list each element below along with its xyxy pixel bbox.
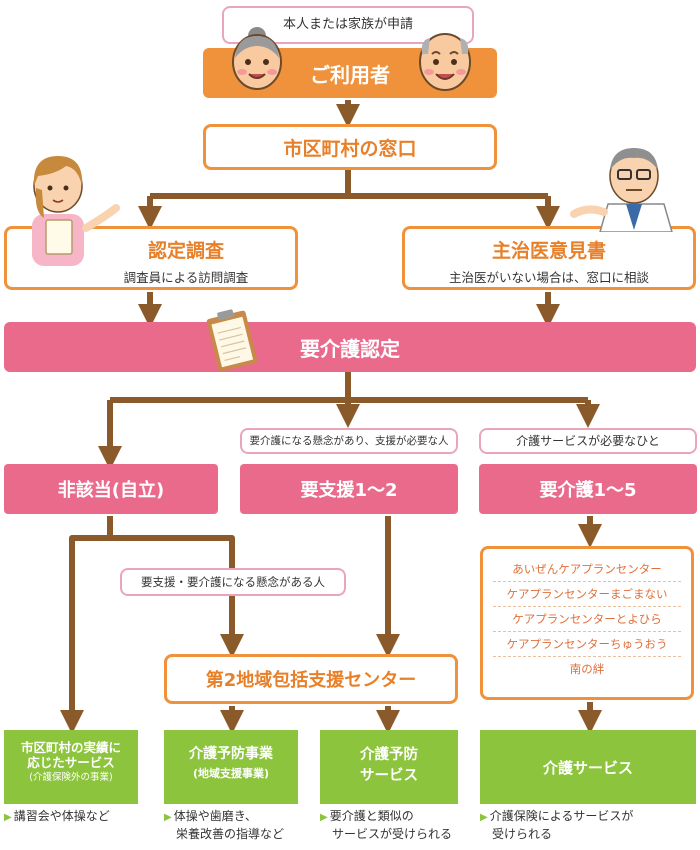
certification-bar: 要介護認定 <box>4 322 696 372</box>
nurse-icon <box>32 156 120 266</box>
triangle-bullet-icon: ▶ <box>320 812 328 823</box>
user-bar-text: ご利用者 <box>310 62 390 87</box>
note-line: 要介護と類似の <box>329 809 414 823</box>
level-care: 要介護1〜5 <box>479 464 697 514</box>
municipal-window-text: 市区町村の窓口 <box>283 137 417 160</box>
service-prevention-note: ▶要介護と類似の サービスが受けられる <box>320 808 480 842</box>
note-line: 体操や歯磨き、 <box>173 809 257 823</box>
level-support: 要支援1〜2 <box>240 464 458 514</box>
support-need-note: 要介護になる懸念があり、支援が必要な人 <box>240 428 458 454</box>
level-non-applicable: 非該当(自立) <box>4 464 218 514</box>
triangle-bullet-icon: ▶ <box>4 812 12 823</box>
note-line: サービスが受けられる <box>332 827 453 841</box>
service-municipal-line2: 応じたサービス <box>27 755 115 770</box>
care-center-item: ケアプランセンターちゅうおう <box>493 632 681 657</box>
elderly-woman-icon <box>232 27 282 90</box>
care-center-item: ケアプランセンターとよひら <box>493 607 681 632</box>
service-prevention-line2: サービス <box>360 768 418 784</box>
shujii-sub: 主治医がいない場合は、窓口に相談 <box>448 270 649 285</box>
service-prevention-project: 介護予防事業 (地域支援事業) <box>164 730 298 804</box>
note-line: 介護保険によるサービスが <box>489 809 634 823</box>
service-municipal-note: ▶講習会や体操など <box>4 808 154 826</box>
service-care-note: ▶介護保険によるサービスが 受けられる <box>480 808 696 842</box>
community-center-text: 第2地域包括支援センター <box>205 670 417 691</box>
care-need-note-text: 介護サービスが必要なひと <box>516 434 660 448</box>
risk-people-note-text: 要支援・要介護になる懸念がある人 <box>141 575 325 589</box>
doctor-icon <box>570 148 673 232</box>
service-prevention-project-note: ▶体操や歯磨き、 栄養改善の指導など <box>164 808 314 842</box>
shujii-title: 主治医意見書 <box>491 240 606 262</box>
nintei-chosa-sub: 調査員による訪問調査 <box>123 270 249 285</box>
service-municipal: 市区町村の実績に 応じたサービス (介護保険外の事業) <box>4 730 138 804</box>
nintei-chosa-title: 認定調査 <box>147 240 224 262</box>
risk-people-note: 要支援・要介護になる懸念がある人 <box>120 568 346 596</box>
care-center-list: あいぜんケアプランセンター ケアプランセンターまごまない ケアプランセンターとよ… <box>480 546 694 700</box>
municipal-window-box: 市区町村の窓口 <box>203 124 497 170</box>
elderly-man-icon <box>419 33 471 91</box>
service-prevention-project-line1: 介護予防事業 <box>189 746 273 762</box>
note-line: 講習会や体操など <box>13 809 110 823</box>
clipboard-icon <box>206 309 258 372</box>
triangle-bullet-icon: ▶ <box>480 812 488 823</box>
shujii-box: 主治医意見書 主治医がいない場合は、窓口に相談 <box>402 226 696 290</box>
service-prevention: 介護予防 サービス <box>320 730 458 804</box>
care-need-note: 介護サービスが必要なひと <box>479 428 697 454</box>
service-municipal-small: (介護保険外の事業) <box>29 772 113 783</box>
care-center-item: ケアプランセンターまごまない <box>493 582 681 607</box>
care-center-item: あいぜんケアプランセンター <box>493 557 681 582</box>
level-support-text: 要支援1〜2 <box>300 480 398 501</box>
level-care-text: 要介護1〜5 <box>539 480 637 501</box>
triangle-bullet-icon: ▶ <box>164 812 172 823</box>
level-non-applicable-text: 非該当(自立) <box>57 480 165 501</box>
care-center-item: 南の絆 <box>569 662 605 676</box>
note-line: 栄養改善の指導など <box>176 827 285 841</box>
service-municipal-line1: 市区町村の実績に <box>20 740 121 755</box>
service-prevention-project-small: (地域支援事業) <box>192 767 270 780</box>
applicant-note-text: 本人または家族が申請 <box>282 17 413 32</box>
community-center-box: 第2地域包括支援センター <box>164 654 458 704</box>
service-care: 介護サービス <box>480 730 696 804</box>
note-line: 受けられる <box>492 827 553 841</box>
service-care-line1: 介護サービス <box>542 758 633 777</box>
support-need-note-text: 要介護になる懸念があり、支援が必要な人 <box>249 435 449 447</box>
service-prevention-line1: 介護予防 <box>360 747 418 763</box>
certification-text: 要介護認定 <box>300 336 400 361</box>
